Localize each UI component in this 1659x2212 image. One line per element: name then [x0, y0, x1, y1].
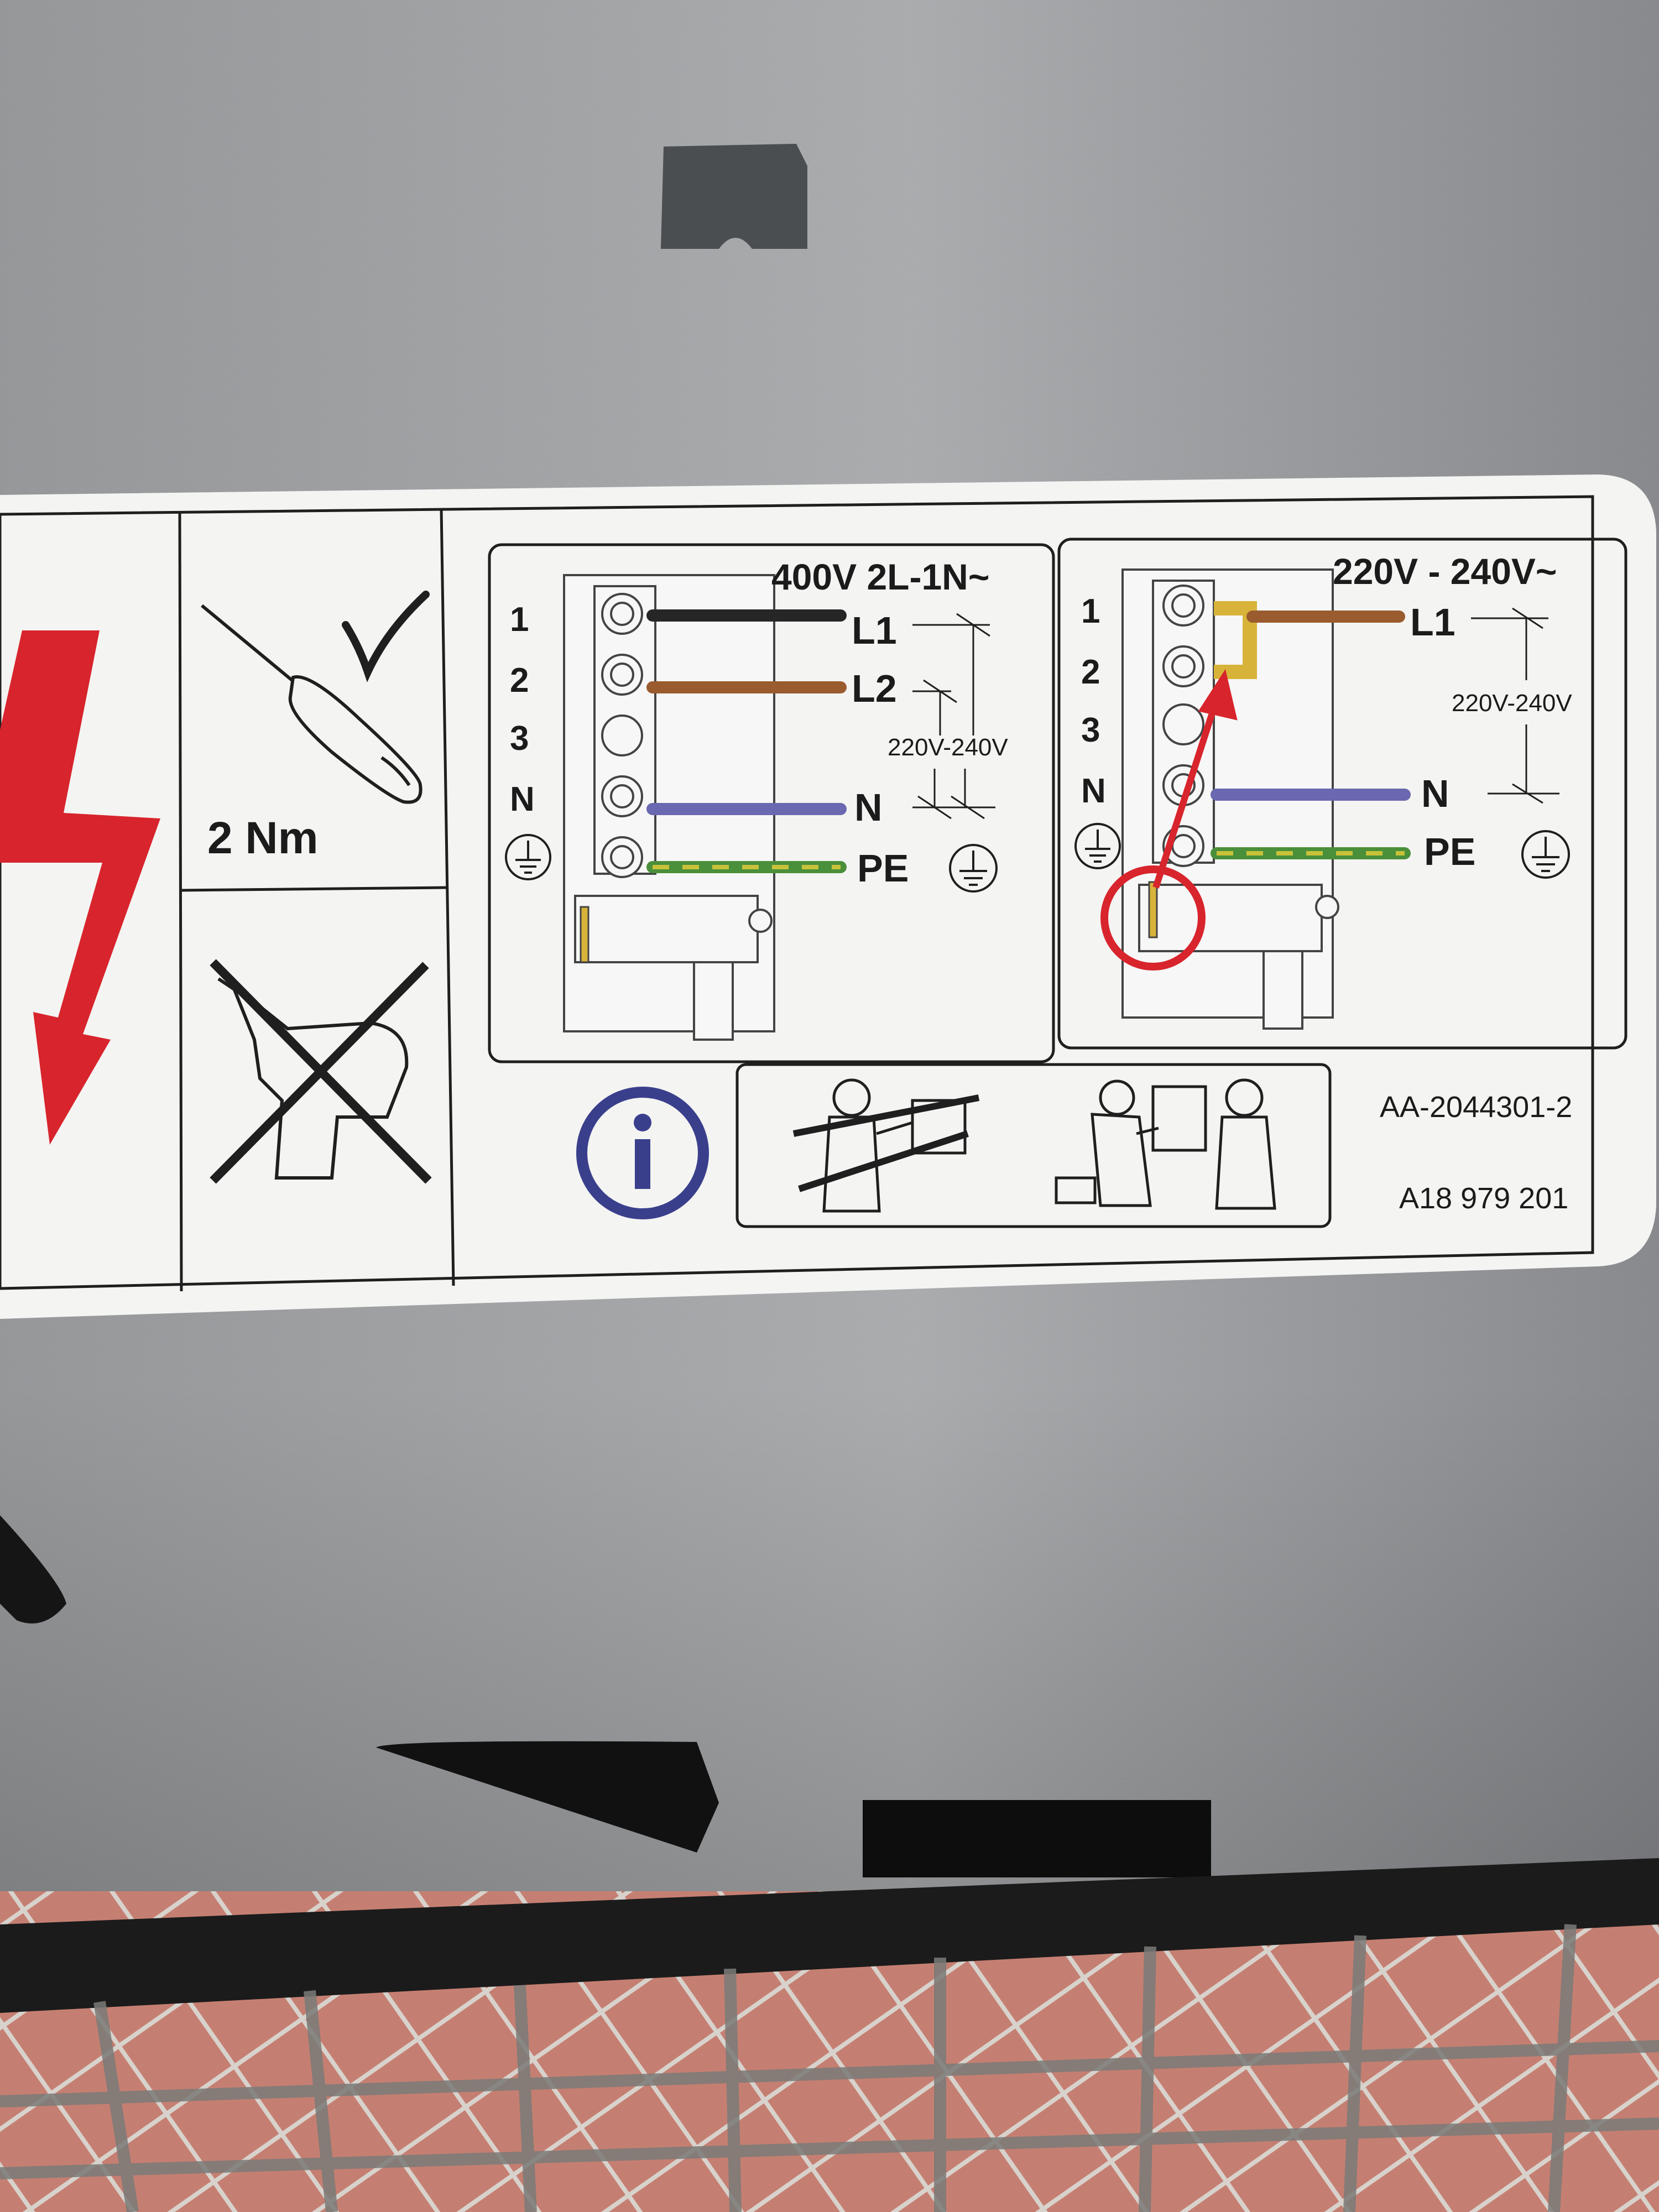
- unqualified-person-crossed-icon: [792, 1078, 980, 1213]
- ground-symbol-230v-left: [1074, 823, 1121, 869]
- mid-voltage-230v: 220V-240V: [1452, 690, 1572, 717]
- row-label-2-230v: 2: [1081, 653, 1100, 691]
- row-label-2-400v: 2: [510, 661, 529, 700]
- warning-sticker: [0, 474, 1656, 1319]
- row-label-n-230v: N: [1081, 772, 1106, 810]
- lightning-bolt-icon: [0, 630, 160, 1145]
- voltage-lines-400v: [912, 613, 995, 820]
- terminal-n-230v: N: [1421, 772, 1449, 815]
- terminal-pe-230v: PE: [1424, 830, 1476, 873]
- housing-slot-right: [863, 1800, 1211, 1877]
- terminal-pe-400v: PE: [857, 847, 909, 890]
- housing-slot-left: [376, 1741, 719, 1853]
- torque-value: 2 Nm: [207, 813, 319, 863]
- floor-area: [0, 1858, 1659, 2212]
- jumper-bridge-400v: [580, 906, 589, 963]
- row-label-3-400v: 3: [510, 719, 529, 758]
- check-mark-icon: [342, 591, 430, 682]
- row-label-1-400v: 1: [510, 601, 529, 639]
- terminal-l2-400v: L2: [852, 667, 897, 710]
- ground-symbol-230v-right: [1521, 830, 1570, 879]
- voltage-lines-230v: [1471, 607, 1559, 804]
- row-label-3-230v: 3: [1081, 711, 1100, 749]
- diagram-400v-frame: [488, 543, 1055, 1063]
- terminal-n-400v: N: [854, 786, 883, 829]
- red-annotation-arrow: [1100, 669, 1238, 971]
- qualified-electrician-icon: [1055, 1078, 1276, 1210]
- part-code: A18 979 201: [1399, 1182, 1569, 1215]
- jumper-bridge-230v: [1214, 601, 1257, 679]
- row-label-n-400v: N: [510, 780, 535, 818]
- power-drill-crossed-icon: [210, 959, 432, 1184]
- screwdriver-icon: [201, 604, 422, 804]
- ground-symbol-400v-right: [949, 844, 998, 893]
- diagram-400v-title: 400V 2L-1N~: [771, 556, 990, 597]
- diagram-230v-title: 220V - 240V~: [1333, 551, 1557, 592]
- installer-pictogram-frame: [735, 1063, 1332, 1228]
- info-icon: [576, 1087, 709, 1219]
- ground-symbol-400v-left: [505, 834, 551, 880]
- terminal-l1-230v: L1: [1410, 601, 1455, 644]
- row-label-1-230v: 1: [1081, 592, 1100, 630]
- diagram-230v-frame: [1057, 538, 1627, 1050]
- mid-voltage-400v: 220V-240V: [888, 734, 1008, 761]
- terminal-l1-400v: L1: [852, 609, 897, 652]
- article-code: AA-2044301-2: [1380, 1091, 1573, 1124]
